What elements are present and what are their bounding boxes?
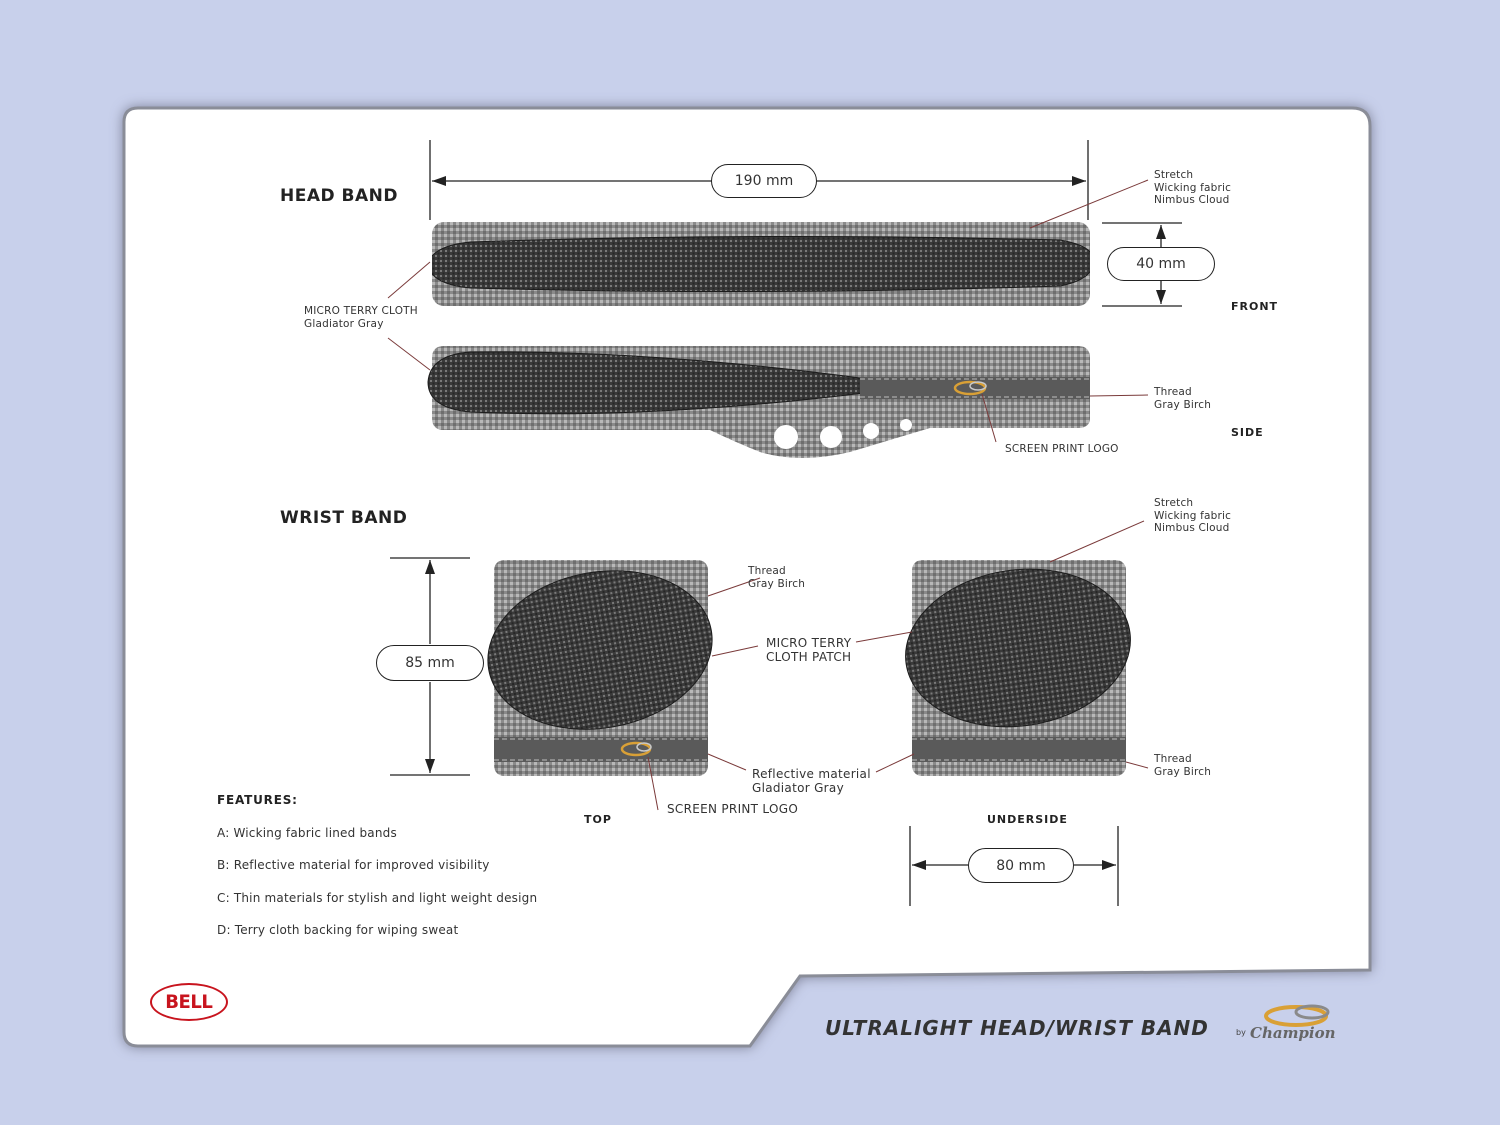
adjustment-holes (774, 419, 912, 449)
head-length-value: 190 mm (711, 164, 817, 198)
champion-wordmark: Champion (1250, 1024, 1336, 1042)
head-band-heading: HEAD BAND (280, 186, 398, 206)
callout-line: Nimbus Cloud (1154, 522, 1230, 535)
head-leader-lines (387, 179, 1149, 443)
callout-line: Gladiator Gray (304, 317, 384, 330)
feature-item: D: Terry cloth backing for wiping sweat (217, 923, 459, 937)
callout-line: Gladiator Gray (752, 781, 844, 796)
champion-c-logo (1264, 1004, 1330, 1027)
wrist-thread-top-callout: Thread Gray Birch (748, 565, 805, 590)
callout-line: CLOTH PATCH (766, 650, 852, 665)
feature-item: B: Reflective material for improved visi… (217, 858, 490, 872)
wrist-width-value: 80 mm (968, 848, 1074, 883)
bell-logo: BELL (150, 983, 228, 1021)
callout-line: Reflective material (752, 767, 871, 781)
callout-line: Stretch (1154, 497, 1194, 509)
screen-print-logo (953, 380, 987, 396)
head-stretch-callout: Stretch Wicking fabric Nimbus Cloud (1154, 169, 1231, 207)
head-logo-callout: SCREEN PRINT LOGO (1005, 443, 1119, 455)
wrist-thread-under-callout: Thread Gray Birch (1154, 753, 1211, 778)
screen-print-logo (620, 741, 652, 757)
wrist-patch-callout: MICRO TERRY CLOTH PATCH (766, 636, 851, 665)
callout-line: Wicking fabric (1154, 181, 1232, 194)
head-width-dimension (1102, 222, 1182, 307)
wrist-reflective-callout: Reflective material Gladiator Gray (752, 767, 871, 796)
callout-line: Stretch (1154, 169, 1194, 181)
feature-item: C: Thin materials for stylish and light … (217, 891, 538, 905)
product-title: ULTRALIGHT HEAD/WRIST BAND (825, 1016, 1209, 1040)
wrist-height-value: 85 mm (376, 645, 484, 681)
wrist-stretch-callout: Stretch Wicking fabric Nimbus Cloud (1154, 497, 1231, 535)
callout-line: MICRO TERRY (766, 636, 852, 650)
head-width-value: 40 mm (1107, 247, 1215, 281)
wrist-logo-callout: SCREEN PRINT LOGO (667, 802, 799, 816)
callout-line: Wicking fabric (1154, 509, 1232, 522)
wrist-width-dimension (909, 826, 1119, 906)
white-sheet (122, 106, 1372, 1048)
features-title: FEATURES: (217, 793, 298, 807)
bell-logo-text: BELL (165, 991, 213, 1013)
callout-line: Gray Birch (1154, 765, 1212, 778)
front-view-label: FRONT (1231, 300, 1279, 313)
callout-line: Thread (748, 565, 786, 577)
wrist-band-underside (905, 560, 1131, 776)
champion-by-text: by (1236, 1028, 1246, 1037)
callout-line: Gray Birch (1154, 398, 1212, 411)
side-view-label: SIDE (1231, 426, 1264, 439)
wrist-band-top (487, 560, 713, 776)
head-thread-callout: Thread Gray Birch (1154, 386, 1211, 411)
callout-line: Nimbus Cloud (1154, 194, 1230, 207)
head-band-front (432, 222, 1090, 306)
callout-line: MICRO TERRY CLOTH (304, 305, 418, 317)
feature-item: A: Wicking fabric lined bands (217, 826, 397, 840)
wrist-band-heading: WRIST BAND (280, 508, 408, 528)
head-length-dimension (429, 140, 1089, 220)
top-view-label: TOP (584, 813, 612, 826)
callout-line: Thread (1154, 753, 1192, 765)
underside-view-label: UNDERSIDE (987, 813, 1068, 826)
wrist-height-dimension (390, 557, 470, 776)
head-terry-callout: MICRO TERRY CLOTH Gladiator Gray (304, 305, 418, 330)
callout-line: Thread (1154, 386, 1192, 398)
wrist-leader-lines (647, 520, 1149, 811)
callout-line: Gray Birch (748, 577, 806, 590)
head-band-side (427, 346, 1090, 458)
